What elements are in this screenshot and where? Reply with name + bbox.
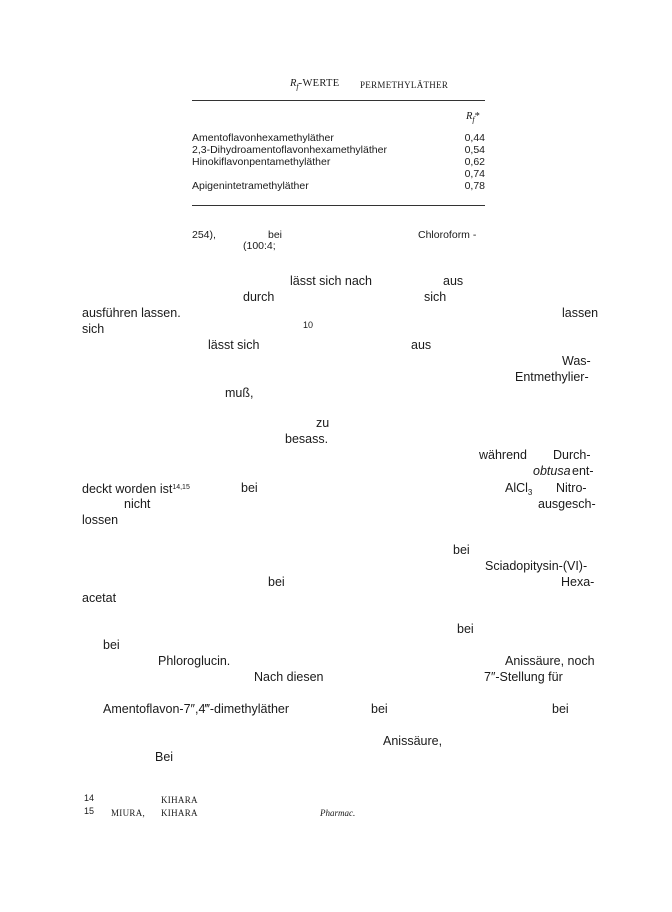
text-fragment: Nach diesen — [254, 670, 324, 684]
text-fragment: Hexa- — [561, 575, 595, 589]
caption-permethylaether: PERMETHYLÄTHER — [360, 80, 449, 90]
column-header-rf: Rf* — [466, 111, 480, 124]
table-row: 2,3-Dihydroamentoflavonhexamethyläther 0… — [192, 144, 485, 156]
compound-name: Apigenintetramethyläther — [192, 180, 309, 192]
text-fragment: Sciadopitysin-(VI)- — [485, 559, 588, 573]
text-fragment: bei — [103, 638, 120, 652]
table-note-bei: bei — [268, 229, 283, 241]
footnote-author: MIURA, — [111, 808, 146, 818]
text-fragment: lossen — [82, 513, 119, 527]
text-fragment: aus — [411, 338, 432, 352]
text-fragment: Entmethylier- — [515, 370, 589, 384]
text-fragment: aus — [443, 274, 464, 288]
text-fragment: Bei — [155, 750, 174, 764]
rf-value: 0,54 — [464, 144, 485, 156]
text-fragment: bei — [457, 622, 474, 636]
text-fragment: lässt sich nach — [290, 274, 372, 288]
footnote-journal: Pharmac. — [320, 808, 356, 818]
text-fragment: besass. — [285, 432, 329, 446]
caption-rf-sub: f — [296, 82, 299, 91]
text-fragment: lässt sich — [208, 338, 260, 352]
text-fragment: bei — [268, 575, 285, 589]
text-fragment: deckt worden ist14,15 — [82, 482, 190, 496]
rf-value: 0,44 — [464, 132, 485, 144]
compound-name: 2,3-Dihydroamentoflavonhexamethyläther — [192, 144, 387, 156]
table-note-ratio: (100:4; — [243, 240, 276, 252]
table-row: 0,74 — [192, 168, 485, 180]
text-fragment: ent- — [572, 464, 594, 478]
table-row: Hinokiflavonpentamethyläther 0,62 — [192, 156, 485, 168]
text-fragment: ausführen lassen. — [82, 306, 181, 320]
text-fragment: lassen — [562, 306, 599, 320]
text-fragment-species: obtusa — [533, 464, 571, 478]
table-row: Apigenintetramethyläther 0,78 — [192, 180, 485, 192]
caption-werte: -WERTE — [298, 78, 340, 89]
rf-value: 0,78 — [464, 180, 485, 192]
rf-value: 0,62 — [464, 156, 485, 168]
text-fragment: während — [479, 448, 527, 462]
table-bottom-rule — [192, 205, 485, 206]
caption-rf: R — [290, 78, 297, 89]
footnote-number: 14 — [84, 793, 95, 803]
text-fragment: Anissäure, — [383, 734, 443, 748]
table-row: Amentoflavonhexamethyläther 0,44 — [192, 132, 485, 144]
text-fragment-formula: AlCl3 — [505, 481, 533, 497]
compound-name: Amentoflavonhexamethyläther — [192, 132, 334, 144]
table-caption: Rf-WERTE — [290, 78, 339, 93]
text-fragment: bei — [453, 543, 470, 557]
text-fragment: bei — [371, 702, 388, 716]
text-fragment: sich — [424, 290, 447, 304]
text-fragment: sich — [82, 322, 105, 336]
text-fragment: zu — [316, 416, 330, 430]
table-top-rule — [192, 100, 485, 101]
text-fragment: Phloroglucin. — [158, 654, 231, 668]
footnote-author: KIHARA — [161, 795, 198, 805]
text-fragment: ausgesch- — [538, 497, 596, 511]
text-fragment: Was- — [562, 354, 591, 368]
text-fragment: bei — [552, 702, 569, 716]
text-fragment: Amentoflavon-7″,4‴-dimethyläther — [103, 702, 290, 716]
footnote-marker: 10 — [303, 320, 314, 330]
text-fragment: Anissäure, noch — [505, 654, 595, 668]
footnote-number: 15 — [84, 806, 95, 816]
text-fragment: Nitro- — [556, 481, 587, 495]
compound-name: Hinokiflavonpentamethyläther — [192, 156, 331, 168]
rf-value: 0,74 — [464, 168, 485, 180]
text-fragment: muß, — [225, 386, 254, 400]
text-fragment: durch — [243, 290, 275, 304]
text-fragment: Durch- — [553, 448, 591, 462]
text-fragment: acetat — [82, 591, 117, 605]
text-fragment: bei — [241, 481, 258, 495]
footnote-author: KIHARA — [161, 808, 198, 818]
text-fragment: nicht — [124, 497, 151, 511]
table-note-ref: 254), — [192, 229, 216, 241]
footnote-marker: 14,15 — [172, 484, 190, 491]
text-fragment: 7″-Stellung für — [484, 670, 563, 684]
table-note-chloroform: Chloroform - — [418, 229, 477, 241]
